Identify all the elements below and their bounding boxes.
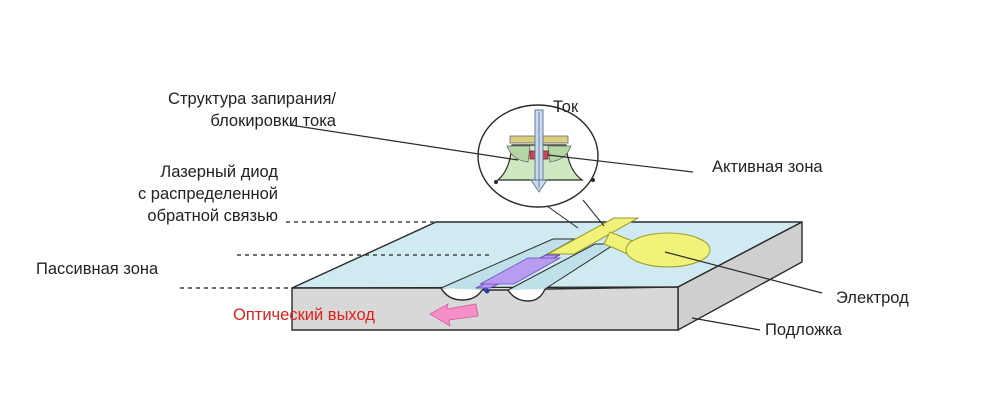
- waveguide-stripe: [479, 257, 562, 285]
- inset-blocking-left: [506, 145, 531, 163]
- electrode-pad: [625, 232, 711, 268]
- leader-blocking: [289, 124, 519, 161]
- label-passive-zone: Пассивная зона: [36, 260, 159, 278]
- emission-point: [484, 288, 490, 294]
- label-dfb-laser: Лазерный диод с распределенной обратной …: [70, 161, 278, 227]
- zoom-line-right: [582, 199, 605, 227]
- zoom-line-left: [546, 205, 579, 229]
- label-optical-output: Оптический выход: [233, 306, 375, 324]
- label-blocking-line2: блокировки тока: [210, 112, 336, 130]
- leader-substrate: [691, 317, 761, 331]
- label-active-zone: Активная зона: [712, 158, 823, 176]
- electrode-stripe: [547, 217, 640, 255]
- label-substrate: Подложка: [765, 321, 842, 339]
- leader-active-zone: [547, 154, 694, 173]
- leader-electrode: [664, 251, 823, 294]
- label-blocking-structure: Структура запирания/ блокировки тока: [96, 88, 336, 132]
- label-dfb-line2: с распределенной: [137, 185, 278, 203]
- label-electrode: Электрод: [836, 289, 909, 307]
- optical-output-arrow-icon: [429, 303, 479, 327]
- inset-edge-dot-left: [494, 180, 498, 184]
- inset-edge-dot-right: [591, 178, 595, 182]
- label-dfb-line1: Лазерный диод: [160, 163, 278, 181]
- label-current: Ток: [553, 98, 579, 116]
- cross-section-inset: [477, 104, 599, 208]
- label-dfb-line3: обратной связью: [147, 207, 278, 225]
- label-blocking-line1: Структура запирания/: [168, 90, 336, 108]
